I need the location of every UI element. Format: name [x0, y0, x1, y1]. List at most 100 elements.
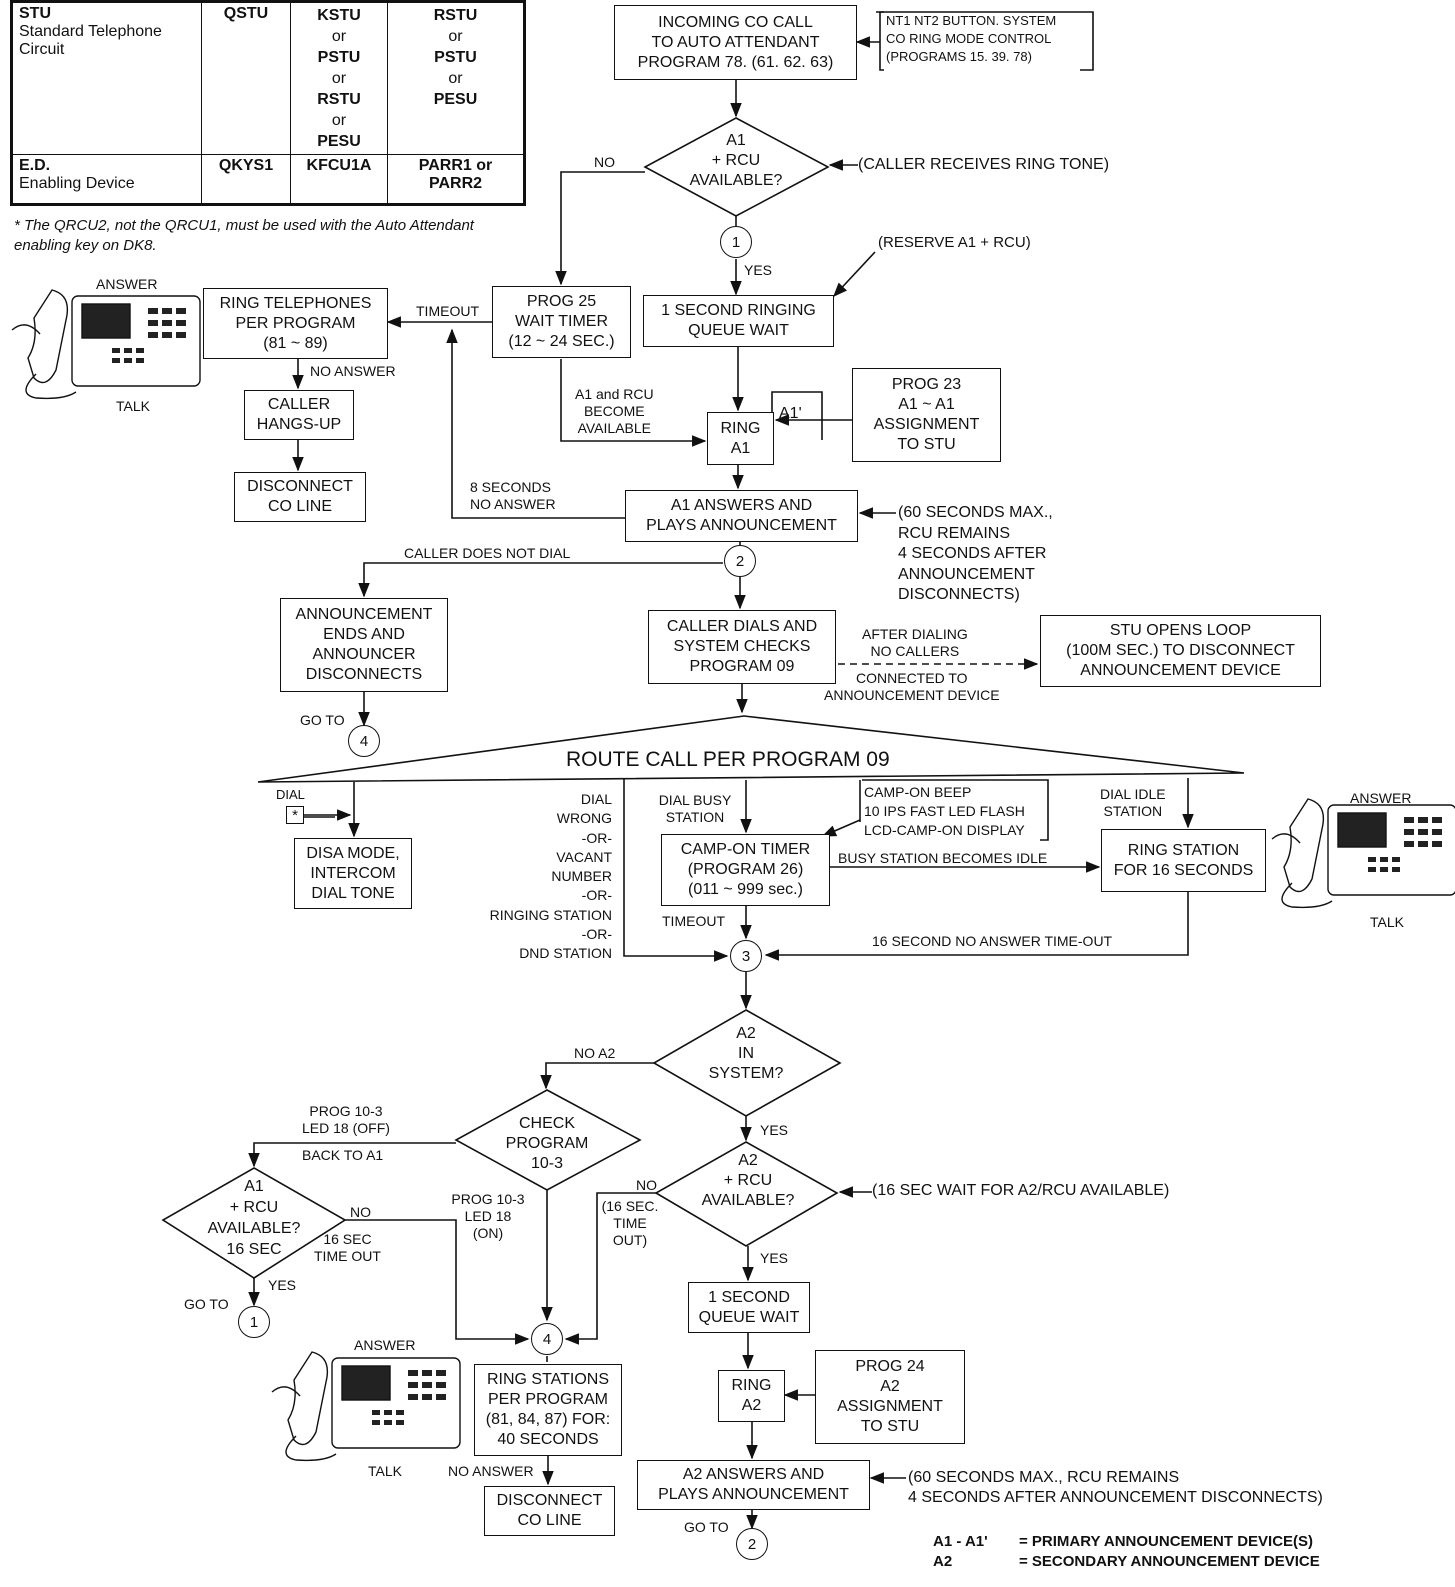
route-call-title: ROUTE CALL PER PROGRAM 09	[566, 748, 890, 771]
connector-2: 2	[724, 545, 756, 577]
connector-3: 3	[730, 940, 762, 972]
no-label-a2: NO	[636, 1177, 657, 1193]
sixteen-wait-label: (16 SEC WAIT FOR A2/RCU AVAILABLE)	[872, 1182, 1170, 1199]
yes-label-a2-rcu: YES	[760, 1250, 789, 1266]
caller-not-dial-label: CALLER DOES NOT DIAL	[404, 545, 571, 561]
star-key-icon: *	[286, 806, 304, 824]
yes-label: YES	[744, 262, 773, 278]
campon-timeout-label: TIMEOUT	[662, 913, 725, 929]
go-to-label: GO TO	[300, 712, 345, 728]
yes-label-a1: YES	[268, 1277, 297, 1293]
answer-label-bottom: ANSWER	[354, 1337, 416, 1353]
a1-prime-label: A1'	[779, 405, 802, 422]
talk-label: TALK	[116, 398, 150, 414]
busy-becomes-idle-label: BUSY STATION BECOMES IDLE	[838, 850, 1048, 866]
table-cell: RSTU or PSTU or PESU	[387, 1, 525, 155]
device-name: E.D.	[19, 157, 51, 174]
no-label-a1: NO	[350, 1204, 371, 1220]
answer-label-right: ANSWER	[1350, 790, 1412, 806]
legend-row: A1 - A1'= PRIMARY ANNOUNCEMENT DEVICE(S)	[933, 1533, 1314, 1550]
device-description: Standard Telephone Circuit	[19, 23, 162, 58]
table-row: STU Standard Telephone Circuit QSTU KSTU…	[11, 1, 525, 155]
connector-4-target: 4	[531, 1323, 563, 1355]
telephone-icon	[11, 289, 1455, 1462]
campon-timer-box: CAMP-ON TIMER(PROGRAM 26)(011 ~ 999 sec.…	[661, 834, 830, 906]
table-footnote: * The QRCU2, not the QRCU1, must be used…	[14, 217, 474, 254]
back-to-a1-label: BACK TO A1	[302, 1147, 384, 1163]
device-table: STU Standard Telephone Circuit QSTU KSTU…	[10, 0, 526, 206]
no-answer-label-bottom: NO ANSWER	[448, 1463, 534, 1479]
talk-label-right: TALK	[1370, 914, 1404, 930]
connector-1-return: 1	[238, 1306, 270, 1338]
go-to-label-2: GO TO	[684, 1519, 729, 1535]
ring-tone-label: (CALLER RECEIVES RING TONE)	[858, 156, 1110, 173]
timeout-label: TIMEOUT	[416, 303, 479, 319]
sixty-seconds-label: (60 SECONDS MAX., RCU REMAINS 4 SECONDS …	[898, 504, 1053, 603]
dial-wrong-label: DIAL WRONG -OR- VACANT NUMBER -OR- RINGI…	[489, 791, 612, 962]
table-cell: KSTU or PSTU or RSTU or PESU	[290, 1, 388, 155]
sixteen-no-answer-label: 16 SECOND NO ANSWER TIME-OUT	[872, 933, 1113, 949]
dial-label: DIAL	[276, 787, 305, 802]
connector-4: 4	[348, 725, 380, 757]
device-description: Enabling Device	[19, 175, 135, 192]
answer-label: ANSWER	[96, 276, 158, 292]
connector-2-return: 2	[736, 1528, 768, 1560]
table-row: E.D. Enabling Device QKYS1 KFCU1A PARR1 …	[11, 154, 525, 205]
decision-a1-rcu-shape	[643, 117, 830, 217]
table-cell: QSTU	[201, 1, 291, 155]
no-a2-label: NO A2	[574, 1045, 616, 1061]
table-cell: KFCU1A	[290, 154, 388, 205]
talk-label-bottom: TALK	[368, 1463, 402, 1479]
yes-label-a2: YES	[760, 1122, 789, 1138]
connector-1: 1	[720, 226, 752, 258]
go-to-label-1: GO TO	[184, 1296, 229, 1312]
table-cell: PARR1 or PARR2	[387, 154, 525, 205]
legend-row: A2= SECONDARY ANNOUNCEMENT DEVICE	[933, 1553, 1320, 1570]
legend: A1 - A1'= PRIMARY ANNOUNCEMENT DEVICE(S)…	[933, 1532, 1320, 1572]
table-cell: QKYS1	[201, 154, 291, 205]
no-label: NO	[594, 154, 615, 170]
no-answer-label: NO ANSWER	[310, 363, 396, 379]
reserve-label: (RESERVE A1 + RCU)	[878, 234, 1031, 251]
device-name: STU	[19, 5, 51, 22]
